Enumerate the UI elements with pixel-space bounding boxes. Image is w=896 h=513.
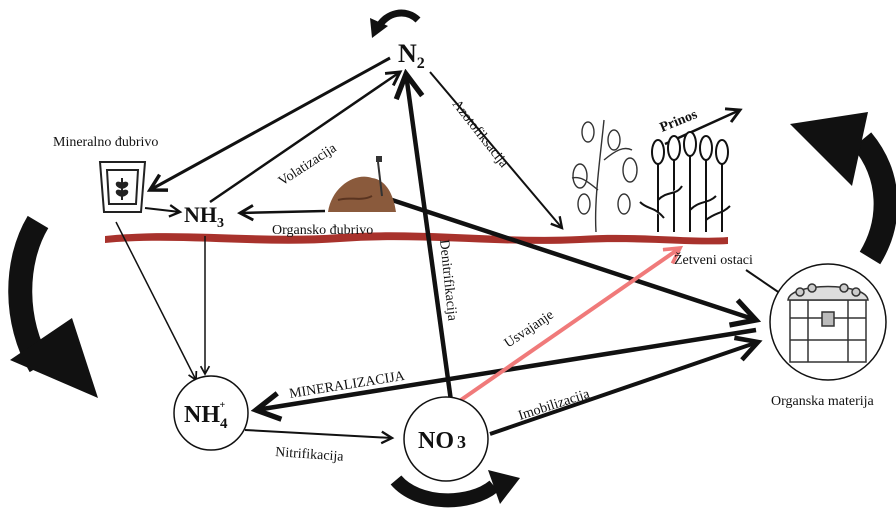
arrow-nitrification (244, 429, 392, 438)
soil-surface-line (105, 232, 728, 245)
treasure-chest-icon (787, 283, 869, 363)
cycle-arrow-bottom-icon (390, 470, 520, 508)
node-organic-matter: Organska materija (769, 263, 887, 409)
fertilizer-bag-icon (98, 161, 147, 213)
arrow-organic-fertilizer-to-organic-matter (391, 197, 756, 320)
crop-residues-label: Žetveni ostaci (674, 251, 753, 268)
arrow-n2-to-fertilizer (150, 56, 391, 190)
uptake-label: Usvajanje (502, 308, 557, 352)
svg-text:N2: N2 (398, 39, 425, 72)
svg-text:NO3: NO3 (418, 428, 466, 454)
arrow-organic-fertilizer-to-nh3 (240, 211, 326, 213)
arrow-denitrification (406, 74, 458, 431)
organic-fertilizer-label: Organsko đubrivo (272, 223, 373, 238)
arrow-fertilizer-to-nh3 (144, 208, 180, 212)
cycle-arrow-left-icon (8, 215, 98, 398)
mineral-fertilizer-label: Mineralno đubrivo (53, 135, 158, 150)
arrow-immobilization (489, 342, 758, 436)
arrow-uptake (456, 248, 680, 404)
arrow-fertilizer-to-nh4 (115, 221, 196, 380)
svg-text:NH3: NH3 (184, 202, 224, 231)
volatilization-label: Volatizacija (276, 140, 340, 189)
immobilization-label: Imobilizacija (517, 386, 593, 423)
arrow-volatilization (209, 72, 400, 204)
cycle-arrow-top-icon (370, 9, 421, 38)
pea-plant-icon (571, 119, 638, 233)
nitrification-label: Nitrifikacija (275, 445, 345, 465)
node-nh3: NH3 (184, 202, 224, 231)
corn-field-icon (639, 131, 731, 232)
nitrogen-fixation-label: Azotofiksacija (449, 97, 512, 171)
node-nh4: NH4+ (173, 375, 249, 451)
node-n2: N2 (398, 39, 425, 72)
arrow-nitrogen-fixation (429, 71, 562, 228)
svg-text:NH4+: NH4+ (184, 400, 228, 432)
cycle-arrow-right-icon (790, 112, 896, 265)
organic-matter-label: Organska materija (771, 394, 875, 409)
compost-pile-icon (328, 156, 396, 212)
